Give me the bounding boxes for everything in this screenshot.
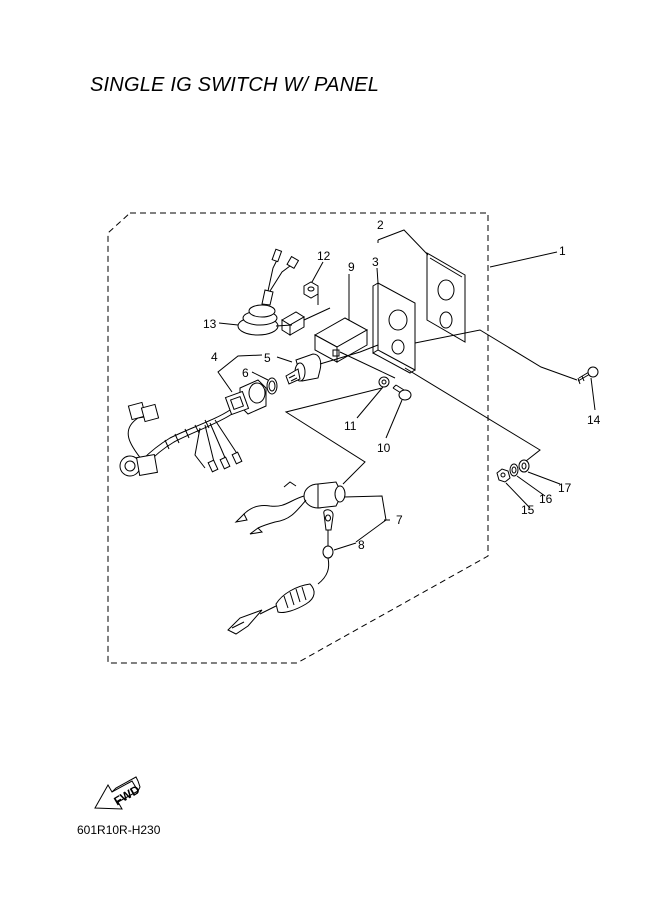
callout-6: 6	[242, 366, 249, 380]
callout-15: 15	[521, 503, 535, 517]
part-washer-16	[509, 463, 519, 477]
callout-12: 12	[317, 249, 331, 263]
part-nut-15	[496, 468, 511, 483]
part-bracket	[313, 317, 369, 363]
callout-2: 2	[377, 218, 384, 232]
part-nut-12	[303, 281, 319, 299]
callout-13: 13	[203, 317, 217, 331]
callout-9: 9	[348, 260, 355, 274]
callout-11: 11	[344, 419, 357, 433]
callout-16: 16	[539, 492, 553, 506]
part-stop-switch	[234, 481, 346, 535]
part-mounting-plate	[372, 282, 416, 374]
part-ring	[266, 377, 278, 395]
callout-17: 17	[558, 481, 572, 495]
diagram-title: SINGLE IG SWITCH W/ PANEL	[90, 74, 380, 96]
part-clip	[281, 311, 305, 336]
part-main-switch	[119, 379, 267, 477]
callout-5: 5	[264, 351, 271, 365]
part-washer-11	[378, 376, 390, 388]
part-bolt-10	[392, 384, 412, 401]
part-lanyard	[227, 509, 334, 635]
callout-3: 3	[372, 255, 379, 269]
part-washer-17	[518, 459, 530, 473]
callout-7: 7	[396, 513, 403, 527]
part-key	[285, 353, 322, 385]
callout-10: 10	[377, 441, 391, 455]
part-gasket	[426, 252, 466, 343]
diagram-code: 601R10R-H230	[77, 823, 161, 837]
leader-lines	[217, 229, 596, 551]
callout-8: 8	[358, 538, 365, 552]
callout-14: 14	[587, 413, 601, 427]
callout-4: 4	[211, 350, 218, 364]
callout-1: 1	[559, 244, 566, 258]
part-screw-14	[577, 366, 599, 385]
fwd-arrow-icon: FWD	[94, 776, 142, 810]
fwd-label: FWD	[111, 782, 142, 808]
part-rubber-boot	[237, 248, 300, 336]
